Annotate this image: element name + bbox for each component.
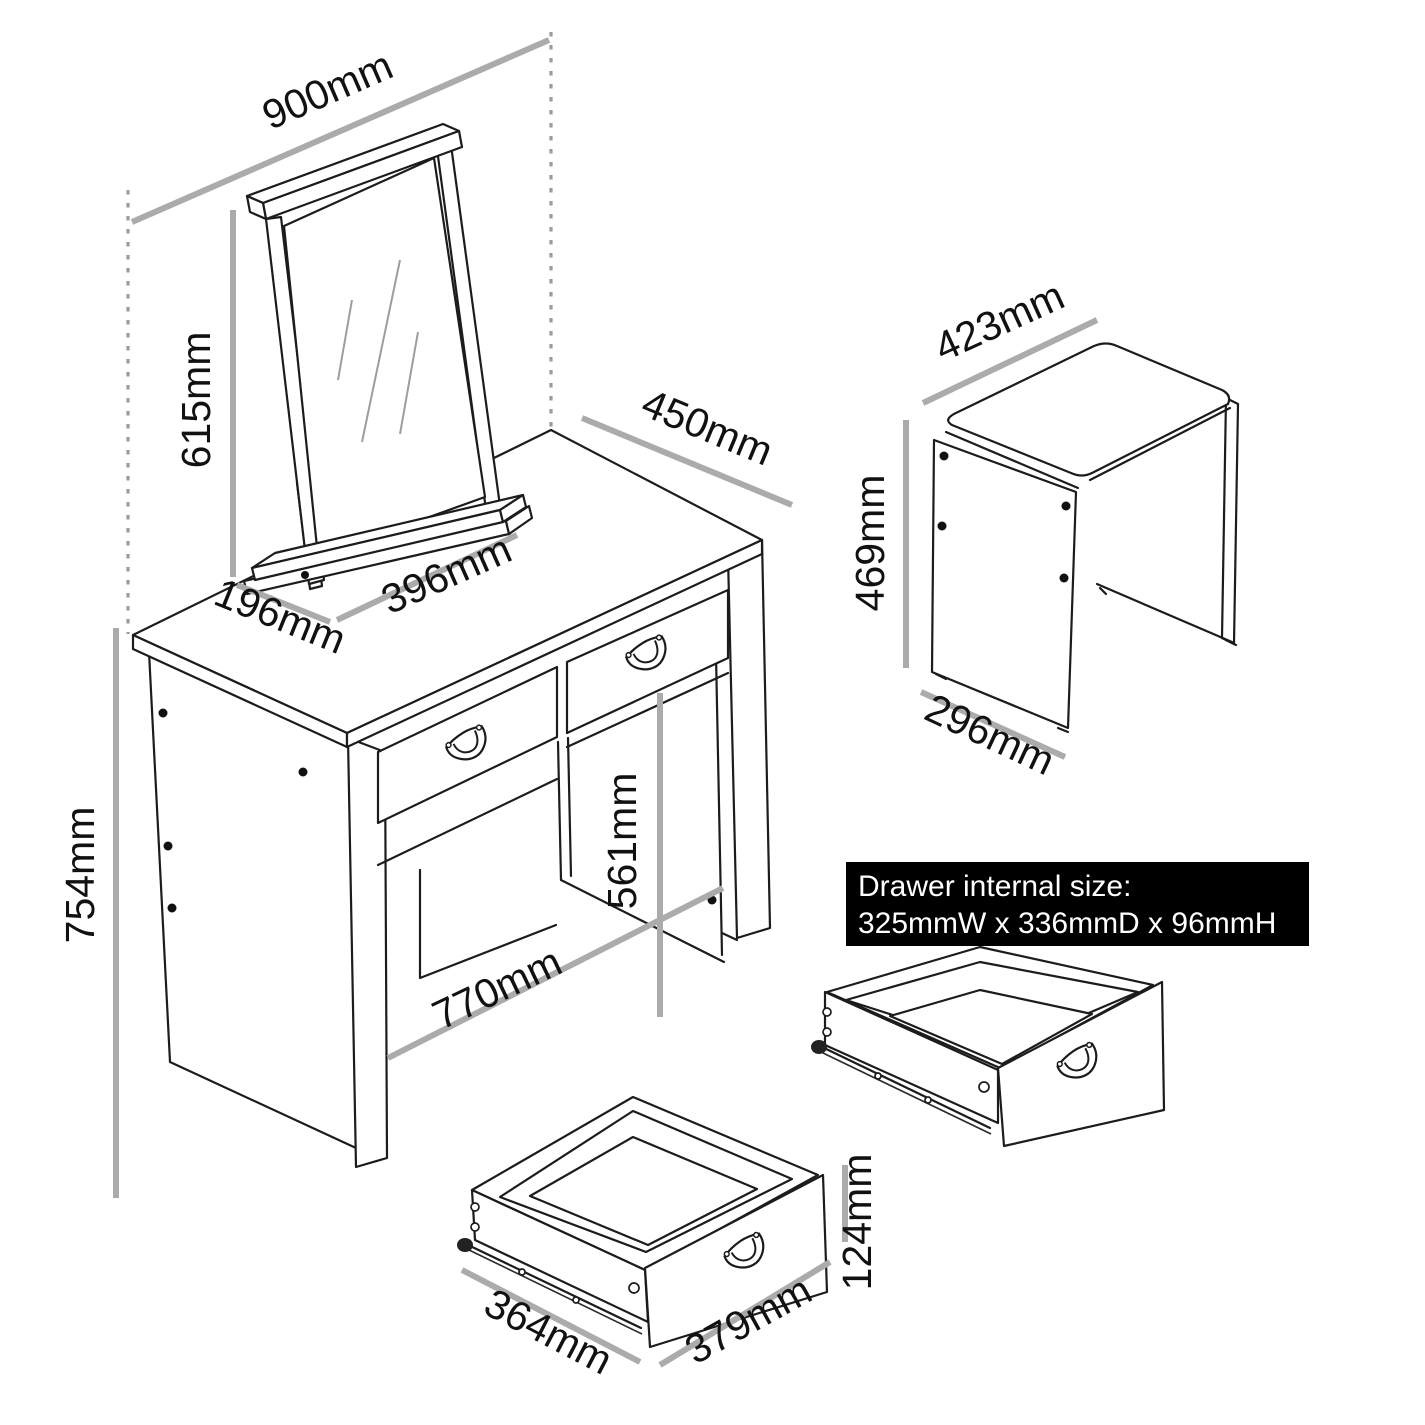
glass-shine <box>361 259 401 443</box>
screw-dot <box>1061 501 1071 511</box>
mirror-drawing <box>242 122 534 596</box>
drawer-interior-bottom <box>888 988 1094 1066</box>
rail-under-right-drawer <box>565 671 730 749</box>
glass-shine <box>337 299 353 381</box>
stool-cushion <box>947 342 1231 477</box>
screw-hole <box>978 1081 990 1093</box>
screw-hole <box>822 1007 832 1017</box>
stool-foot <box>1056 726 1070 734</box>
dim-line-table-depth <box>580 415 794 508</box>
dim-line-table-width <box>130 37 551 225</box>
dim-label-table-height: 754mm <box>57 807 103 944</box>
mirror-base-upper-cap <box>498 493 528 524</box>
screw-dot <box>939 451 949 461</box>
drawer-interior-bottom <box>528 1135 759 1247</box>
screw-dot <box>937 521 947 531</box>
dim-label-kneehole-width: 770mm <box>425 938 568 1038</box>
recessed-panel-under-drawer <box>418 868 558 980</box>
note-box-background <box>846 862 1309 946</box>
rail-under-left-drawer <box>376 777 559 867</box>
modesty-panel-bottom-edge <box>559 878 726 964</box>
stool-back-panel-edge <box>1095 582 1234 644</box>
screw-hole <box>470 1202 480 1212</box>
runner-knob <box>811 1040 827 1054</box>
screw-hole <box>470 1222 480 1232</box>
dim-label-table-width: 900mm <box>256 42 400 139</box>
screw-dot <box>298 767 308 777</box>
kneehole-partition <box>556 740 563 882</box>
drawer-runner-rail <box>818 1044 992 1130</box>
screw-dot <box>167 903 177 913</box>
stool-left-panel <box>930 438 1078 730</box>
stool-seat-edge-right <box>1088 406 1232 482</box>
dressing-table-drawing <box>131 428 772 1169</box>
screw-dot <box>301 571 309 579</box>
modesty-panel-right-edge <box>714 653 724 957</box>
runner-screw <box>518 1268 526 1276</box>
drawer-runner-rail <box>468 1249 643 1335</box>
drawer-runner-rail <box>822 1052 992 1135</box>
dim-line-stool-depth <box>919 689 1067 760</box>
drawer-left-side <box>823 990 1000 1125</box>
dim-label-mirror-height: 615mm <box>173 332 219 469</box>
stool-foot <box>1224 638 1238 647</box>
drawer-runner-rail <box>464 1242 643 1330</box>
drawer-internal-size-note: Drawer internal size: 325mmW x 336mmD x … <box>846 862 1309 946</box>
screw-hole <box>822 1027 832 1037</box>
screw-dot <box>163 841 173 851</box>
dim-label-kneehole-height: 561mm <box>599 773 645 910</box>
dim-line-kneehole-width <box>386 885 725 1061</box>
stool-seat-piping <box>944 430 1080 490</box>
table-front-leg <box>346 736 389 1169</box>
stool-drawing <box>930 342 1240 734</box>
dim-line-mirror-base-depth <box>235 582 332 625</box>
runner-knob <box>457 1238 473 1252</box>
table-right-leg <box>726 538 772 940</box>
screw-dot <box>158 708 168 718</box>
mirror-header-endcap <box>245 194 268 221</box>
stool-foot <box>1098 586 1108 596</box>
dim-label-stool-seat-width: 423mm <box>927 272 1070 371</box>
runner-screw <box>924 1096 932 1104</box>
runner-screw <box>874 1072 882 1080</box>
note-box-size: 325mmW x 336mmD x 96mmH <box>858 907 1276 940</box>
dim-label-table-depth: 450mm <box>635 380 779 475</box>
dim-line-mirror-base-width <box>335 532 519 623</box>
screw-hole <box>628 1282 640 1294</box>
dim-label-stool-height: 469mm <box>847 475 893 612</box>
stool-foot <box>934 672 948 681</box>
dim-line-drawer-depth <box>460 1267 642 1365</box>
glass-shine <box>399 331 419 435</box>
dim-line-stool-seat-width <box>921 317 1099 406</box>
drawer-upper-drawing <box>811 945 1166 1148</box>
table-right-leg-foot <box>720 931 739 942</box>
dim-line-drawer-width <box>658 1259 832 1368</box>
note-box-title: Drawer internal size: <box>858 870 1131 903</box>
screw-dot <box>1059 573 1069 583</box>
mirror-left-stile <box>264 215 326 586</box>
drawer-lower-drawing <box>457 1095 829 1349</box>
kneehole-partition <box>566 736 573 878</box>
runner-screw <box>572 1296 580 1304</box>
dim-label-drawer-height: 124mm <box>834 1154 880 1291</box>
table-top-edge-front <box>345 538 764 749</box>
stool-right-panel <box>1220 396 1240 646</box>
mirror-glass <box>282 156 487 559</box>
